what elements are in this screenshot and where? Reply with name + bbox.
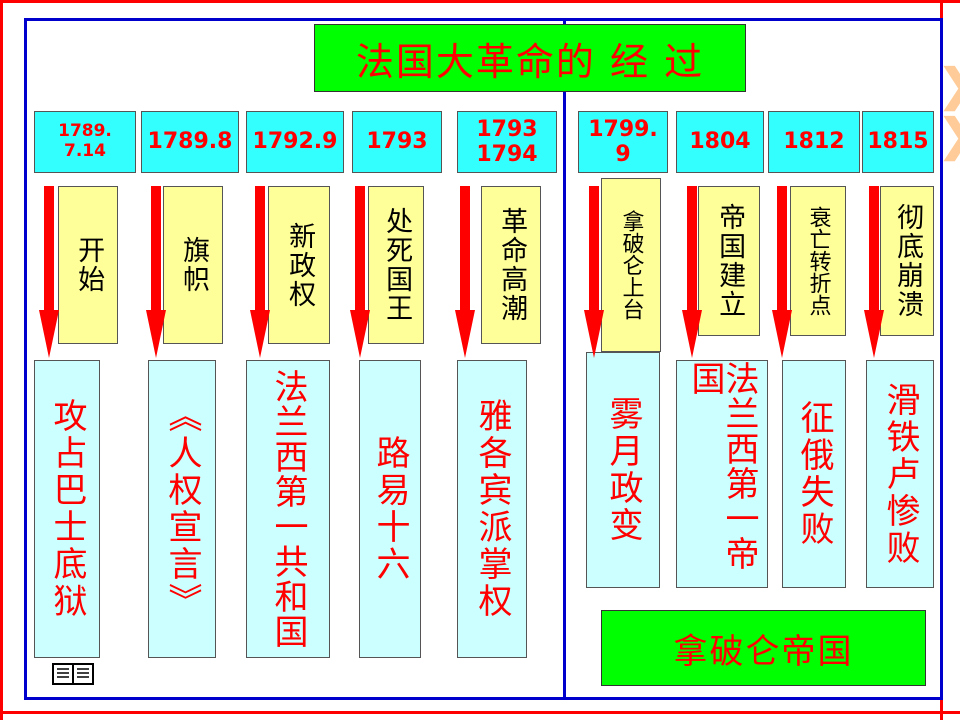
stage-label-7: 帝国建立 bbox=[698, 186, 760, 336]
date-box-1: 1789. 7.14 bbox=[34, 111, 136, 173]
date-box-7: 1804 bbox=[676, 111, 764, 173]
down-arrow-2 bbox=[146, 186, 166, 358]
event-box-3: 法兰西第一共和国 bbox=[246, 360, 330, 658]
stage-label-5: 革命高潮 bbox=[481, 186, 541, 344]
down-arrow-3 bbox=[250, 186, 270, 358]
event-box-9: 滑铁卢惨败 bbox=[866, 360, 934, 588]
red-border-left bbox=[0, 0, 3, 720]
date-box-8: 1812 bbox=[768, 111, 860, 173]
napoleon-empire-box: 拿破仑帝国 bbox=[601, 610, 926, 686]
down-arrow-4 bbox=[350, 186, 370, 358]
stage-label-2: 旗帜 bbox=[163, 186, 223, 344]
down-arrow-8 bbox=[772, 186, 792, 358]
down-arrow-9 bbox=[864, 186, 884, 358]
stage-label-9: 彻底崩溃 bbox=[880, 186, 934, 336]
watermark-decoration-2: ❯ bbox=[938, 110, 960, 161]
stage-label-8: 衰亡转折点 bbox=[790, 186, 846, 336]
right-frame bbox=[563, 18, 943, 700]
event-box-5: 雅各宾派掌权 bbox=[457, 360, 527, 658]
date-box-3: 1792.9 bbox=[246, 111, 344, 173]
event-box-8: 征俄失败 bbox=[782, 360, 846, 588]
down-arrow-6 bbox=[584, 186, 604, 358]
date-box-4: 1793 bbox=[352, 111, 442, 173]
stage-label-1: 开始 bbox=[58, 186, 118, 344]
red-border-top bbox=[0, 0, 960, 3]
stage-label-4: 处死国王 bbox=[368, 186, 424, 344]
stage-label-6: 拿破仑上台 bbox=[601, 178, 661, 352]
red-border-bottom bbox=[0, 711, 960, 714]
event-box-1: 攻占巴士底狱 bbox=[34, 360, 100, 658]
down-arrow-1 bbox=[39, 186, 59, 358]
stage-label-3: 新政权 bbox=[268, 186, 330, 344]
down-arrow-5 bbox=[455, 186, 475, 358]
date-box-2: 1789.8 bbox=[141, 111, 239, 173]
page-title: 法国大革命的 经 过 bbox=[314, 24, 746, 92]
book-icon[interactable] bbox=[52, 662, 94, 686]
watermark-decoration: ❯ bbox=[938, 60, 960, 111]
down-arrow-7 bbox=[682, 186, 702, 358]
event-box-6: 雾月政变 bbox=[586, 352, 660, 588]
event-box-7: 法兰西第一帝国 bbox=[676, 360, 768, 588]
event-box-4: 路易十六 bbox=[359, 360, 421, 658]
event-box-2: 《人权宣言》 bbox=[148, 360, 216, 658]
date-box-6: 1799. 9 bbox=[578, 111, 668, 173]
date-box-5: 1793 1794 bbox=[457, 111, 557, 173]
date-box-9: 1815 bbox=[862, 111, 934, 173]
